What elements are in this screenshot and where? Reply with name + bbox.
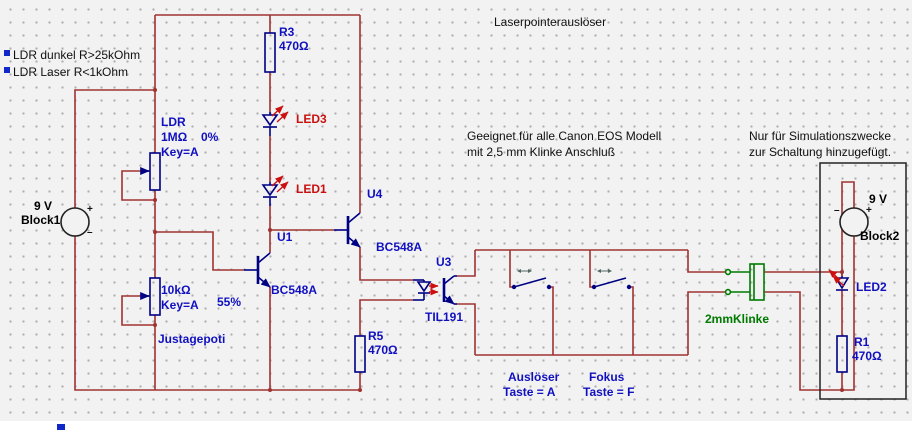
r5-value: 470Ω: [368, 343, 398, 357]
led3-symbol[interactable]: [261, 105, 289, 136]
text-anchor-handle[interactable]: [4, 67, 10, 73]
r1-ref: R1: [854, 335, 870, 349]
wire[interactable]: [74, 89, 155, 208]
u3-type: TIL191: [425, 310, 464, 324]
block1-value: 9 V: [34, 199, 53, 213]
wire[interactable]: [121, 170, 155, 201]
jack-caption: 2mmKlinke: [705, 312, 770, 326]
wire[interactable]: [549, 286, 554, 355]
block1-minus-sign: –: [87, 227, 93, 238]
wire[interactable]: [687, 250, 726, 273]
r5-ref: R5: [368, 329, 384, 343]
resistor-r3-symbol[interactable]: [264, 32, 276, 73]
canvas-bottom-strip: [0, 421, 912, 436]
text-anchor-handle[interactable]: [4, 50, 10, 56]
led-emission-arrows-icon: [828, 269, 845, 287]
ldr-note-line2: LDR Laser R<1kOhm: [13, 65, 129, 79]
canon-note-line2: mit 2,5 mm Klinke Anschluß: [467, 145, 616, 159]
switch-key-indicator-icon: [597, 269, 612, 273]
simulation-section-box: [819, 162, 907, 400]
battery-block2-symbol[interactable]: [839, 207, 869, 237]
u4-ref: U4: [367, 187, 383, 201]
u4-type: BC548A: [376, 240, 423, 254]
ldr-key: Key=A: [161, 145, 199, 159]
switch-key-indicator-icon: [517, 269, 532, 273]
switch-ausloeser-symbol[interactable]: [511, 269, 552, 290]
schematic-title: Laserpointerauslöser: [494, 15, 607, 29]
selection-handle[interactable]: [57, 424, 65, 430]
sim-note-line1: Nur für Simulationszwecke: [749, 129, 892, 143]
wire[interactable]: [74, 236, 360, 391]
wire[interactable]: [457, 303, 476, 355]
ldr-percent: 0%: [201, 130, 219, 144]
poti-percent: 55%: [217, 295, 242, 309]
sim-note-line2: zur Schaltung hinzugefügt.: [749, 145, 892, 159]
wire[interactable]: [155, 231, 244, 271]
wire[interactable]: [359, 299, 413, 336]
block1-plus-sign: +: [87, 204, 93, 215]
r3-ref: R3: [279, 25, 295, 39]
led1-symbol[interactable]: [261, 175, 289, 206]
optocoupler-u3-symbol[interactable]: [413, 275, 457, 305]
poti-key: Key=A: [161, 298, 199, 312]
wire[interactable]: [457, 250, 476, 277]
ldr-potentiometer-symbol[interactable]: [140, 152, 161, 191]
led2-ref: LED2: [856, 280, 887, 294]
transistor-u1-symbol[interactable]: [244, 252, 271, 288]
r1-value: 470Ω: [852, 349, 882, 363]
switch-fokus-caption: Fokus: [589, 370, 625, 384]
wire[interactable]: [589, 250, 594, 288]
resistor-r1-symbol[interactable]: [836, 335, 848, 373]
r3-value: 470Ω: [279, 39, 309, 53]
wire[interactable]: [509, 250, 514, 288]
u1-ref: U1: [277, 230, 293, 244]
switch-ausloeser-key: Taste = A: [503, 385, 556, 399]
led3-ref: LED3: [296, 112, 327, 126]
block2-plus-sign: +: [866, 205, 872, 216]
ldr-value: 1MΩ: [161, 130, 188, 144]
battery-block1-symbol[interactable]: [60, 207, 90, 237]
switch-fokus-symbol[interactable]: [591, 269, 632, 290]
switch-fokus-key: Taste = F: [583, 385, 635, 399]
canon-note-line1: Geeignet für alle Canon EOS Modell: [467, 129, 662, 143]
u3-ref: U3: [436, 255, 452, 269]
adjust-potentiometer-symbol[interactable]: [140, 277, 161, 316]
wire[interactable]: [359, 247, 413, 281]
wire-junction-dots: [153, 88, 844, 392]
led2-symbol[interactable]: [828, 269, 850, 291]
resistor-r5-symbol[interactable]: [354, 335, 366, 373]
ldr-note-line1: LDR dunkel R>25kOhm: [13, 48, 141, 62]
led-emission-arrows-icon: [271, 175, 289, 193]
opto-coupling-arrows-icon: [429, 282, 439, 296]
wire[interactable]: [629, 286, 634, 355]
transistor-u4-symbol[interactable]: [334, 212, 361, 248]
wires: [74, 14, 855, 392]
block1-ref: Block1: [21, 213, 61, 227]
wire[interactable]: [764, 236, 855, 391]
ldr-ref: LDR: [161, 115, 186, 129]
led1-ref: LED1: [296, 182, 327, 196]
wire[interactable]: [687, 291, 726, 355]
block2-ref: Block2: [860, 229, 900, 243]
led-emission-arrows-icon: [271, 105, 289, 123]
wire[interactable]: [121, 295, 155, 326]
block2-minus-sign: –: [834, 205, 840, 216]
poti-caption: Justagepoti: [158, 332, 226, 346]
wire[interactable]: [764, 271, 843, 276]
u1-type: BC548A: [271, 283, 318, 297]
jack-2mm-symbol[interactable]: [724, 263, 765, 301]
block2-value: 9 V: [869, 192, 888, 206]
poti-value: 10kΩ: [161, 283, 191, 297]
switch-ausloeser-caption: Auslöser: [508, 370, 560, 384]
